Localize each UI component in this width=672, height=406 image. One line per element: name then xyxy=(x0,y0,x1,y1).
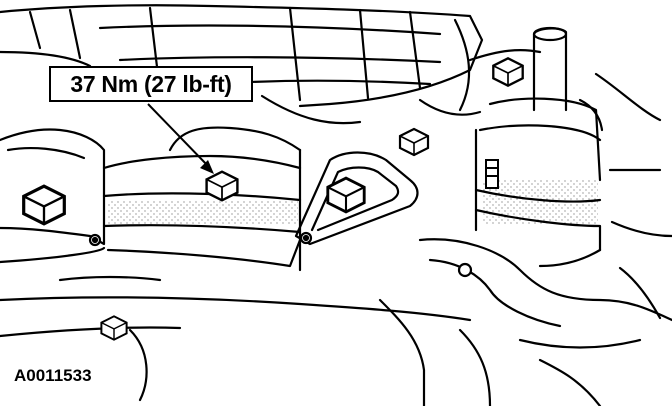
callout-leader-arrow xyxy=(147,103,214,174)
upper-housing xyxy=(0,4,484,125)
bolt-left xyxy=(22,184,66,226)
torque-callout: 37 Nm (27 lb-ft) xyxy=(49,66,253,102)
bolt-bracket xyxy=(326,176,366,214)
bolt-upper-right xyxy=(492,57,524,87)
bolt-torque-target xyxy=(205,170,239,202)
torque-specification: 37 Nm (27 lb-ft) xyxy=(70,70,232,97)
engine-block-face xyxy=(0,126,472,402)
left-bracket xyxy=(0,128,106,247)
stipple-shading xyxy=(108,200,298,224)
figure-number: A0011533 xyxy=(14,366,92,385)
triangular-bracket xyxy=(294,151,419,246)
bolt-center-right xyxy=(398,127,430,157)
bolt-lower xyxy=(100,315,128,341)
starter-shading xyxy=(482,180,598,224)
stud-starter xyxy=(485,159,499,189)
lower-casting xyxy=(378,238,672,406)
